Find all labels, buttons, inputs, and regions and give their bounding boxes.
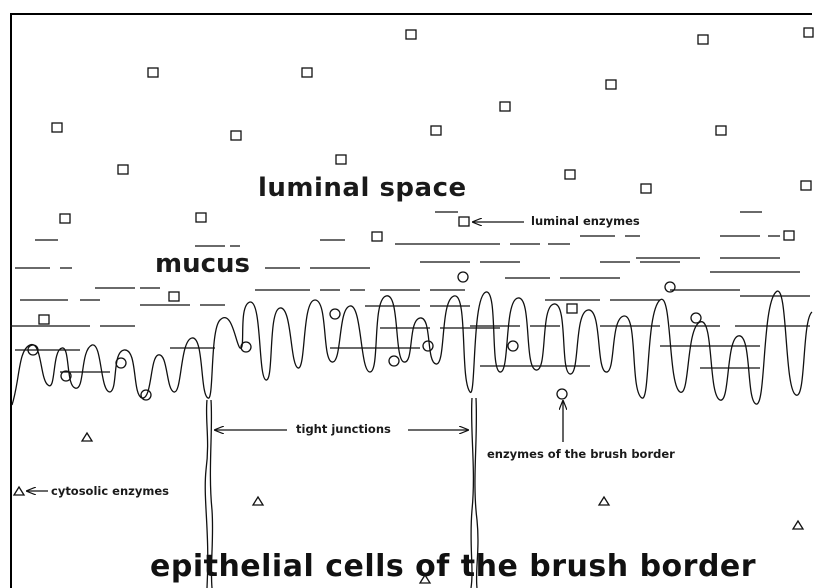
luminal-enzymes-label: luminal enzymes <box>531 216 640 228</box>
brush-border-enzyme-circles <box>28 272 701 400</box>
cytosolic-enzymes-label: cytosolic enzymes <box>51 486 169 498</box>
epithelial-cells-label: epithelial cells of the brush border <box>150 552 756 582</box>
tight-junctions-label: tight junctions <box>296 424 391 436</box>
luminal-space-label: luminal space <box>258 175 467 201</box>
brush-border-enzymes-label: enzymes of the brush border <box>487 449 675 461</box>
mucus-label: mucus <box>155 251 250 277</box>
